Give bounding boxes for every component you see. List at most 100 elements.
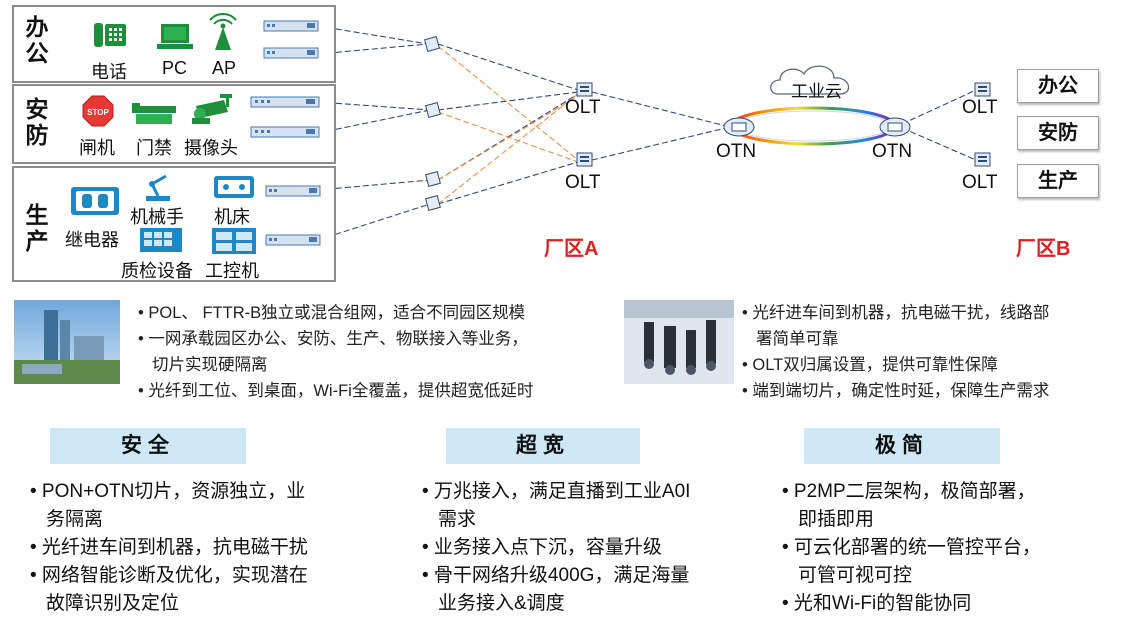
ont-pair-security bbox=[250, 96, 320, 138]
bullet-right-1: 署简单可靠 bbox=[756, 330, 839, 348]
device-label-robot-arm: 机械手 bbox=[130, 207, 184, 227]
pc-icon bbox=[157, 24, 193, 49]
link-s4-olt-a-top-orange bbox=[437, 93, 579, 205]
bullet-left-2: 切片实现硬隔离 bbox=[152, 356, 268, 374]
olt-a-top-label: OLT bbox=[565, 97, 601, 118]
olt-a-bottom-label: OLT bbox=[565, 172, 601, 193]
col2-line0: • P2MP二层架构，极简部署， bbox=[782, 481, 1036, 502]
relay-icon bbox=[71, 187, 119, 215]
industrial-pc-icon bbox=[212, 228, 256, 254]
link-ont3-splitter2 bbox=[317, 101, 431, 111]
cloud-shape bbox=[770, 65, 850, 95]
col2-line2: • 可云化部署的统一管控平台， bbox=[782, 537, 1041, 558]
device-label-ipc: 工控机 bbox=[205, 261, 259, 281]
col1-line0: • 万兆接入，满足直播到工业A0I bbox=[422, 481, 691, 502]
header-security: 安全 bbox=[50, 428, 246, 464]
col0-line3: • 网络智能诊断及优化，实现潜在 bbox=[30, 565, 308, 586]
column-security: • PON+OTN切片，资源独立，业 务隔离 • 光纤进车间到机器，抗电磁干扰 … bbox=[30, 478, 308, 618]
camera-icon bbox=[192, 94, 232, 124]
col1-line4: 业务接入&调度 bbox=[438, 593, 565, 614]
link-otn-olt-b-bottom bbox=[901, 127, 977, 161]
link-s2-olt-a-top bbox=[437, 91, 579, 111]
qc-equipment-icon bbox=[140, 228, 182, 252]
device-label-machine-tool: 机床 bbox=[214, 207, 250, 227]
wifi-ap-icon bbox=[209, 13, 237, 50]
device-label-camera: 摄像头 bbox=[184, 138, 238, 158]
right-box-security: 安防 bbox=[1017, 116, 1099, 150]
otn-left-label: OTN bbox=[716, 141, 757, 162]
device-label-ap: AP bbox=[212, 58, 237, 78]
column-simple: • P2MP二层架构，极简部署， 即插即用 • 可云化部署的统一管控平台， 可管… bbox=[782, 478, 1041, 618]
bullets-right: • 光纤进车间到机器，抗电磁干扰，线路部 署简单可靠 • OLT双归属设置，提供… bbox=[742, 300, 1049, 404]
device-label-pc: PC bbox=[162, 58, 188, 78]
otn-left-icon bbox=[723, 117, 755, 137]
link-otn-olt-b-top bbox=[901, 89, 977, 125]
area-a-label: 厂区A bbox=[544, 238, 599, 260]
olt-b-bottom-icon bbox=[974, 152, 991, 167]
factory-photo bbox=[624, 300, 734, 384]
header-simple: 极简 bbox=[804, 428, 1000, 464]
bullet-right-3: • 端到端切片，确定性时延，保障生产需求 bbox=[742, 382, 1050, 400]
col0-line4: 故障识别及定位 bbox=[46, 593, 180, 614]
ont-pair-office bbox=[263, 20, 319, 59]
olt-b-top-icon bbox=[974, 82, 991, 97]
bullet-left-1: • 一网承载园区办公、安防、生产、物联接入等业务， bbox=[138, 330, 528, 348]
device-label-qc: 质检设备 bbox=[121, 261, 193, 281]
machine-tool-icon bbox=[214, 176, 254, 198]
olt-a-top-icon bbox=[576, 82, 593, 97]
zone-security-title: 安防 bbox=[25, 96, 49, 148]
device-label-phone: 电话 bbox=[91, 62, 127, 82]
col0-line0: • PON+OTN切片，资源独立，业 bbox=[30, 481, 306, 502]
col0-line1: 务隔离 bbox=[46, 509, 104, 530]
col0-line2: • 光纤进车间到机器，抗电磁干扰 bbox=[30, 537, 308, 558]
link-ont1-splitter1 bbox=[317, 25, 429, 45]
header-bandwidth: 超宽 bbox=[446, 428, 640, 464]
right-box-office: 办公 bbox=[1017, 69, 1099, 103]
bullet-right-2: • OLT双归属设置，提供可靠性保障 bbox=[742, 356, 998, 374]
col1-line2: • 业务接入点下沉，容量升级 bbox=[422, 537, 662, 558]
olt-a-bottom-icon bbox=[576, 152, 593, 167]
olt-b-bottom-label: OLT bbox=[962, 172, 998, 193]
svg-text:STOP: STOP bbox=[87, 108, 109, 117]
robot-arm-icon bbox=[146, 174, 170, 201]
device-label-gate: 闸机 bbox=[79, 138, 115, 158]
link-ont2-splitter1 bbox=[317, 43, 429, 55]
link-ont4-splitter2 bbox=[317, 109, 431, 134]
device-label-relay: 继电器 bbox=[65, 230, 119, 250]
campus-photo bbox=[14, 300, 120, 384]
link-ont5-splitter3 bbox=[317, 179, 431, 191]
bullet-right-0: • 光纤进车间到机器，抗电磁干扰，线路部 bbox=[742, 304, 1050, 322]
zone-production-title: 生产 bbox=[25, 202, 49, 254]
link-olt-a-bottom-otn bbox=[591, 127, 727, 161]
link-ont6-splitter4 bbox=[317, 203, 431, 241]
col2-line3: 可管可视可控 bbox=[798, 565, 913, 586]
otn-right-icon bbox=[879, 117, 911, 137]
bullets-left: • POL、 FTTR-B独立或混合组网，适合不同园区规模 • 一网承载园区办公… bbox=[138, 300, 533, 404]
ont-pair-production bbox=[265, 185, 321, 246]
access-gate-icon bbox=[132, 103, 176, 124]
link-s3-olt-a-top-orange bbox=[437, 95, 579, 181]
area-b-label: 厂区B bbox=[1016, 238, 1071, 260]
col1-line3: • 骨干网络升级400G，满足海量 bbox=[422, 565, 690, 586]
device-label-access: 门禁 bbox=[136, 138, 172, 158]
otn-right-label: OTN bbox=[872, 141, 913, 162]
col2-line4: • 光和Wi-Fi的智能协同 bbox=[782, 593, 972, 614]
bullet-left-3: • 光纤到工位、到桌面，Wi-Fi全覆盖，提供超宽低延时 bbox=[138, 382, 534, 400]
bullet-left-0: • POL、 FTTR-B独立或混合组网，适合不同园区规模 bbox=[138, 304, 526, 322]
link-s2-olt-a-bottom bbox=[437, 111, 579, 163]
link-olt-a-top-otn bbox=[591, 91, 727, 127]
olt-b-top-label: OLT bbox=[962, 97, 998, 118]
col2-line1: 即插即用 bbox=[798, 509, 875, 530]
zone-office-title: 办公 bbox=[25, 14, 49, 66]
column-bandwidth: • 万兆接入，满足直播到工业A0I 需求 • 业务接入点下沉，容量升级 • 骨干… bbox=[422, 478, 690, 618]
right-box-production: 生产 bbox=[1017, 164, 1099, 198]
phone-icon bbox=[94, 23, 126, 47]
link-s4-olt-a-bottom bbox=[437, 161, 579, 205]
zone-production bbox=[12, 166, 336, 282]
link-s1-olt-a-bottom bbox=[437, 45, 579, 161]
cloud-label: 工业云 bbox=[791, 82, 842, 101]
col1-line1: 需求 bbox=[438, 509, 477, 530]
splitters bbox=[424, 36, 441, 211]
